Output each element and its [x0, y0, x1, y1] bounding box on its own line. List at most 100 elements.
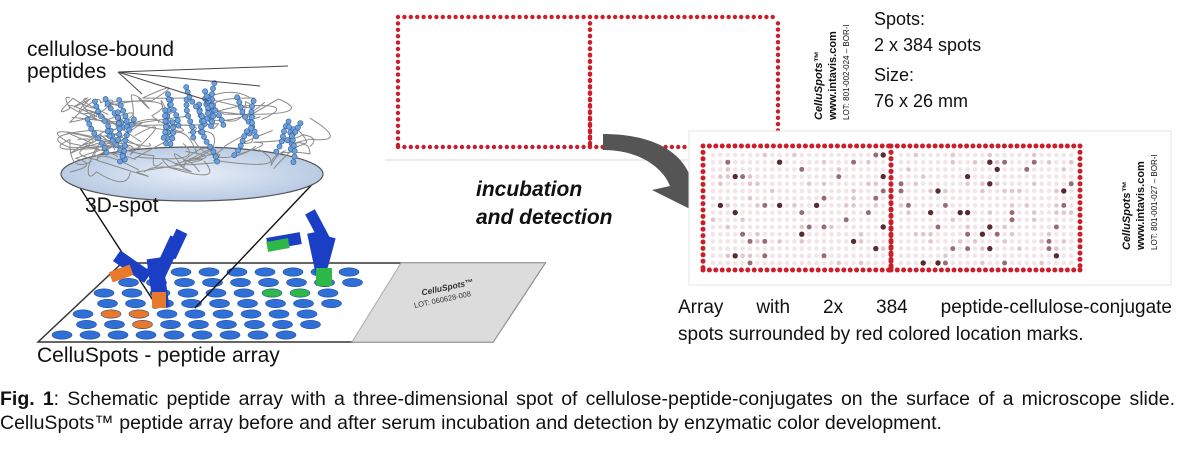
peptide-bead — [95, 135, 102, 142]
location-mark — [631, 14, 637, 20]
array-spot — [843, 210, 849, 215]
array-spot — [1002, 195, 1007, 201]
array-spot — [1017, 239, 1022, 244]
array-spot — [792, 159, 797, 165]
location-mark — [719, 143, 725, 149]
array-label: CelluSpots - peptide array — [37, 344, 280, 367]
top-slide-lot: LOT: 801-002-024 – BOR-I — [842, 24, 851, 120]
location-mark — [970, 267, 976, 273]
location-mark — [587, 90, 593, 95]
array-spot — [994, 260, 1000, 266]
location-mark — [700, 201, 706, 207]
array-spot — [880, 217, 886, 223]
location-mark — [700, 226, 706, 232]
peptide-bead — [210, 148, 217, 155]
array-spot — [769, 239, 775, 244]
array-spot — [784, 231, 790, 237]
array-spot — [843, 203, 849, 208]
location-mark — [395, 27, 401, 32]
array-spot — [762, 181, 768, 187]
array-spot — [965, 181, 970, 187]
location-mark — [775, 46, 781, 51]
location-mark — [726, 143, 732, 149]
array-spot — [821, 260, 827, 266]
location-mark — [989, 143, 995, 149]
array-spot — [972, 152, 978, 158]
location-mark — [888, 219, 894, 225]
array-spot — [799, 239, 805, 244]
slide-label-area — [351, 262, 546, 343]
array-spot — [1024, 260, 1030, 266]
array-spot — [806, 210, 812, 215]
top-slide-label: CelluSpots™ www.intavis.com LOT: 801-002… — [813, 24, 851, 121]
zoom-line-right — [194, 173, 323, 309]
array-spot — [1031, 167, 1037, 172]
array-spot — [784, 246, 790, 251]
slide-spot — [233, 288, 255, 298]
array-spot — [769, 231, 775, 237]
array-spot — [814, 159, 819, 165]
array-spot — [1017, 152, 1022, 158]
array-spot — [776, 202, 783, 209]
location-mark — [587, 27, 593, 32]
array-spot — [965, 152, 970, 158]
array-spot — [987, 174, 993, 179]
array-spot — [784, 188, 790, 194]
array-spot — [880, 246, 886, 251]
array-spot — [935, 152, 941, 158]
slide-spot — [160, 319, 181, 329]
location-mark — [983, 267, 988, 273]
array-spot — [718, 246, 723, 251]
peptide-bead — [109, 137, 116, 144]
location-mark — [802, 267, 808, 273]
array-spot — [806, 253, 812, 259]
array-spot — [972, 246, 978, 251]
array-spot — [821, 174, 827, 179]
array-spot — [964, 209, 971, 216]
array-caption-line2: spots surrounded by red colored location… — [678, 324, 1084, 345]
figure: CelluSpots™ LOT: 060628-008 CelluSpots™ … — [27, 9, 1172, 367]
array-spot — [866, 174, 871, 179]
array-spot — [957, 188, 963, 194]
array-spot — [928, 224, 933, 230]
array-spot — [1046, 253, 1052, 259]
array-spot — [873, 159, 879, 165]
array-spot — [829, 260, 834, 266]
location-mark — [1064, 267, 1070, 273]
peptide-bead — [276, 143, 283, 150]
array-spot — [873, 231, 879, 237]
array-spot — [906, 246, 911, 251]
peptide-bead — [105, 123, 111, 129]
array-spot — [755, 246, 760, 251]
array-spot — [906, 217, 911, 223]
array-spot — [980, 195, 985, 201]
array-spot — [928, 152, 933, 158]
array-spot — [1024, 239, 1030, 244]
array-spot — [710, 217, 716, 223]
location-mark — [822, 267, 828, 273]
array-spot — [747, 238, 753, 244]
peptide-bead — [183, 102, 190, 108]
array-spot — [747, 253, 753, 259]
array-spot — [898, 181, 904, 187]
location-mark — [834, 267, 840, 273]
array-spot — [762, 238, 768, 244]
array-spot — [1039, 195, 1044, 201]
array-spot — [913, 174, 919, 179]
array-spot — [1061, 231, 1067, 237]
peptide-bead — [162, 107, 169, 114]
peptide-bead — [249, 103, 255, 110]
array-spot — [792, 152, 797, 158]
slide-spot — [97, 298, 118, 308]
slide-spot — [272, 319, 293, 329]
location-mark — [587, 65, 593, 70]
array-spot — [843, 188, 849, 194]
array-spot — [732, 246, 738, 251]
array-spot — [829, 152, 834, 158]
array-spot — [1054, 188, 1059, 194]
array-spot — [1024, 188, 1030, 194]
array-spot — [1068, 203, 1074, 208]
array-spot — [1061, 195, 1067, 201]
array-caption: Array with 2x 384 peptide-cellulose-conj… — [678, 294, 1172, 348]
peptide-bead — [202, 88, 208, 95]
